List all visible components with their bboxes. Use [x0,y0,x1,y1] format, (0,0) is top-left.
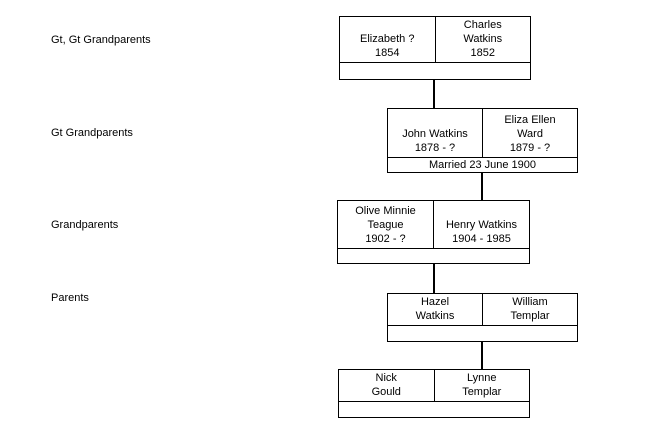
person-name-line: Templar [510,310,550,322]
couple-box-grandparents: Olive Minnie Teague 1902 - ? Henry Watki… [337,200,530,264]
row-label-gt-grandparents: Gt Grandparents [51,127,133,139]
person-name-line: Eliza Ellen [504,114,556,126]
couple-box-gt-gt-grandparents: Elizabeth ? 1854 Charles Watkins 1852 [339,16,531,80]
person-name-line: Olive Minnie [355,205,416,217]
descent-line-gen3-to-gen4 [433,264,435,293]
person-name-line: Henry Watkins [445,219,518,231]
person-dates-line: 1879 - ? [509,142,551,154]
person-name-line: Watkins [415,310,455,322]
descent-line-gen2-to-gen3 [481,173,483,200]
person-cell-charles-watkins[interactable]: Charles Watkins 1852 [436,17,531,62]
person-dates-line: 1878 - ? [414,142,456,154]
person-name-line: Hazel [420,296,450,308]
marriage-text: Married 23 June 1900 [428,159,536,171]
row-label-gt-gt-grandparents: Gt, Gt Grandparents [51,34,151,46]
person-cell-elizabeth[interactable]: Elizabeth ? 1854 [340,17,436,62]
person-dates-line: 1904 - 1985 [452,233,511,245]
person-name-line: Watkins [463,33,503,45]
person-cell-john-watkins[interactable]: John Watkins 1878 - ? [388,109,483,157]
person-name-line: Lynne [466,372,497,384]
marriage-strip [339,402,529,417]
person-dates-line: 1902 - ? [365,233,406,245]
marriage-strip: Married 23 June 1900 [388,158,577,172]
person-cell-olive-minnie-teague[interactable]: Olive Minnie Teague 1902 - ? [338,201,434,248]
couple-box-parents: Hazel Watkins William Templar [387,293,578,342]
marriage-strip [388,326,577,341]
person-cell-eliza-ellen-ward[interactable]: Eliza Ellen Ward 1879 - ? [483,109,577,157]
person-dates-line: 1854 [375,47,400,59]
person-name-line: Elizabeth ? [360,33,415,45]
person-name-line: Templar [462,386,502,398]
couple-box-gt-grandparents: John Watkins 1878 - ? Eliza Ellen Ward 1… [387,108,578,173]
row-label-parents: Parents [51,292,89,304]
person-name-line: Teague [367,219,404,231]
couple-box-children: Nick Gould Lynne Templar [338,369,530,418]
person-name-line: Nick [375,372,397,384]
row-label-grandparents: Grandparents [51,219,119,231]
person-dates-line: 1852 [470,47,495,59]
person-cell-lynne-templar[interactable]: Lynne Templar [435,370,530,401]
person-name-line: Gould [371,386,401,398]
descent-line-gen1-to-gen2 [433,80,435,108]
person-name-line: Ward [517,128,543,140]
person-cell-henry-watkins[interactable]: Henry Watkins 1904 - 1985 [434,201,529,248]
descent-line-gen4-to-gen5 [481,342,483,369]
person-name-line: Charles [463,19,502,31]
marriage-strip [340,63,530,79]
person-name-line: William [512,296,548,308]
person-cell-hazel-watkins[interactable]: Hazel Watkins [388,294,483,325]
person-name-line: John Watkins [402,128,468,140]
marriage-strip [338,249,529,263]
person-cell-nick-gould[interactable]: Nick Gould [339,370,435,401]
person-cell-william-templar[interactable]: William Templar [483,294,577,325]
